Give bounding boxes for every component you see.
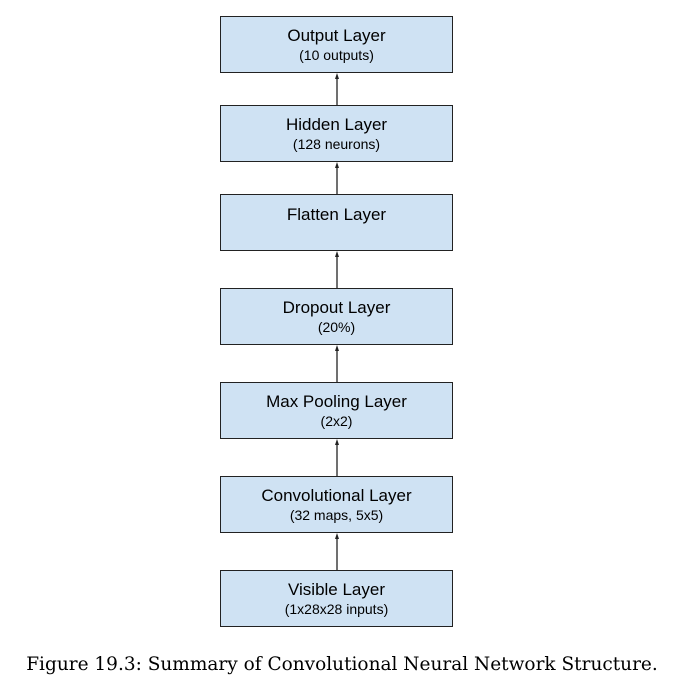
layer-title: Hidden Layer <box>285 114 388 134</box>
layer-title: Dropout Layer <box>282 297 391 317</box>
layer-subtitle: (1x28x28 inputs) <box>284 600 389 617</box>
layer-box-conv: Convolutional Layer (32 maps, 5x5) <box>220 476 453 533</box>
layer-subtitle: (128 neurons) <box>292 135 381 152</box>
layer-box-visible: Visible Layer (1x28x28 inputs) <box>220 570 453 627</box>
layer-title: Visible Layer <box>287 579 386 599</box>
layer-subtitle: (32 maps, 5x5) <box>289 506 384 523</box>
layer-subtitle: (10 outputs) <box>299 46 374 63</box>
layer-subtitle: (2x2) <box>320 412 353 429</box>
arrowhead <box>335 73 339 79</box>
layer-title: Max Pooling Layer <box>266 391 407 411</box>
arrowhead <box>335 533 339 539</box>
layer-title: Output Layer <box>287 25 386 45</box>
arrowhead <box>335 162 339 168</box>
arrowhead <box>335 439 339 445</box>
layer-title: Flatten Layer <box>286 204 387 224</box>
layer-title: Convolutional Layer <box>261 485 412 505</box>
layer-box-flatten: Flatten Layer <box>220 194 453 251</box>
layer-box-output: Output Layer (10 outputs) <box>220 16 453 73</box>
arrowhead <box>335 345 339 351</box>
layer-box-dropout: Dropout Layer (20%) <box>220 288 453 345</box>
arrowhead <box>335 251 339 257</box>
layer-box-hidden: Hidden Layer (128 neurons) <box>220 105 453 162</box>
layer-subtitle: (20%) <box>317 318 356 335</box>
layer-box-maxpool: Max Pooling Layer (2x2) <box>220 382 453 439</box>
figure-caption: Figure 19.3: Summary of Convolutional Ne… <box>26 654 658 675</box>
